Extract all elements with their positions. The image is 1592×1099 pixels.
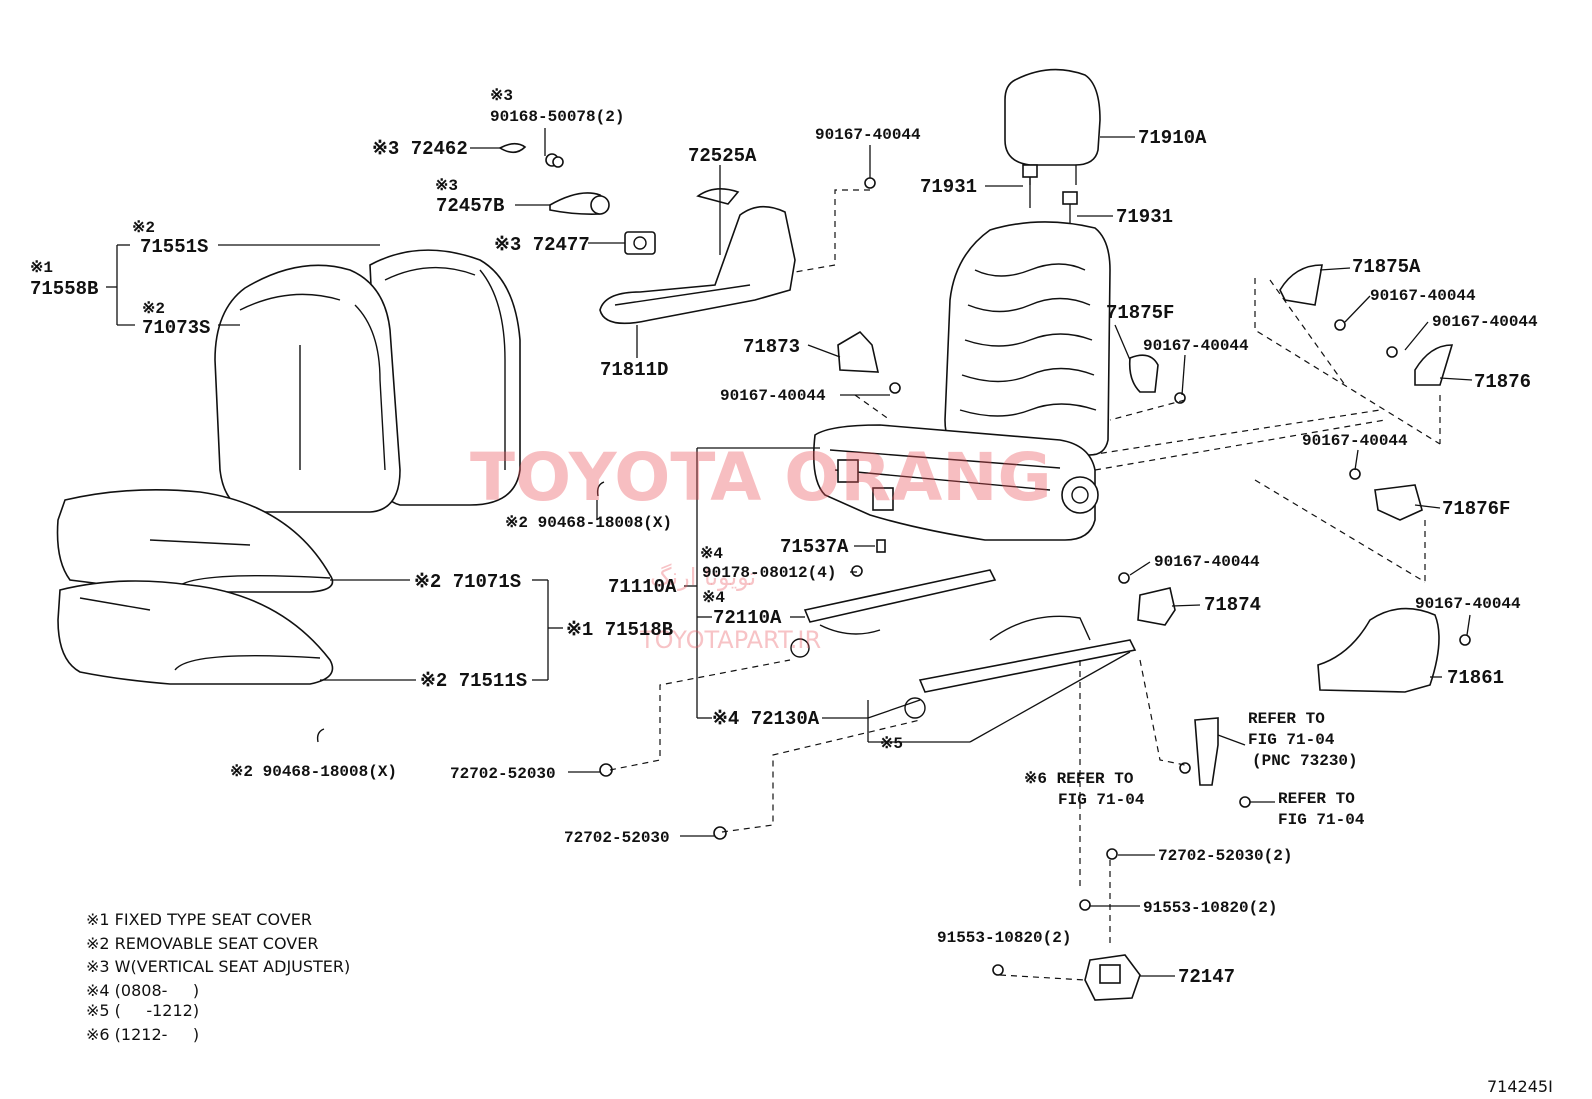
note-6: ※6 (1212- ) — [86, 1025, 199, 1044]
watermark-url: TOYOTAPART.IR — [639, 626, 821, 654]
label-91553-b: 91553-10820(2) — [937, 929, 1071, 947]
label-71931-b: 71931 — [1116, 206, 1173, 228]
cover-71875A — [1279, 264, 1323, 306]
label-90167-71873: 90167-40044 — [720, 387, 826, 405]
lever-72457B — [549, 192, 610, 215]
bracket-72477 — [624, 231, 656, 255]
bracket-71873 — [837, 330, 880, 373]
marker-1a: ※1 — [30, 259, 53, 277]
label-71875F: 71875F — [1106, 302, 1174, 324]
note-2: ※2 REMOVABLE SEAT COVER — [86, 934, 318, 953]
cover-71876F — [1374, 484, 1423, 521]
ref1-line2: FIG 71-04 — [1248, 731, 1335, 749]
ref3-line1: REFER TO — [1278, 790, 1355, 808]
label-71071S: ※2 71071S — [414, 571, 521, 593]
belt-buckle — [1194, 717, 1219, 786]
label-71873: 71873 — [743, 336, 800, 358]
label-72147: 72147 — [1178, 966, 1235, 988]
label-71537A: 71537A — [780, 536, 849, 558]
label-71931-a: 71931 — [920, 176, 977, 198]
shield-71861 — [1317, 607, 1440, 693]
note-4: ※4 (0808- ) — [86, 981, 199, 1000]
label-71876F: 71876F — [1442, 498, 1510, 520]
marker-2a: ※2 — [132, 219, 155, 237]
bracket-72147 — [1084, 954, 1141, 1001]
label-72525A: 72525A — [688, 145, 757, 167]
ref1-line3: (PNC 73230) — [1252, 752, 1358, 770]
label-71551S: 71551S — [140, 236, 208, 258]
seat-back-frame — [944, 221, 1111, 456]
label-71110A: 71110A — [608, 576, 677, 598]
label-72457B: 72457B — [436, 195, 504, 217]
note-3: ※3 W(VERTICAL SEAT ADJUSTER) — [86, 957, 350, 976]
note-1: ※1 FIXED TYPE SEAT COVER — [86, 910, 312, 929]
watermark-main: TOYOTA ORANG — [470, 439, 1052, 516]
note-5: ※5 ( -1212) — [86, 1001, 199, 1020]
seat-track-inner — [790, 569, 997, 658]
bracket-71874 — [1137, 587, 1176, 626]
label-71910A: 71910A — [1138, 127, 1207, 149]
ref2-line1: ※6 REFER TO — [1024, 770, 1134, 788]
label-90167-71874: 90167-40044 — [1154, 553, 1260, 571]
label-90167-71875F: 90167-40044 — [1143, 337, 1249, 355]
label-91553-a: 91553-10820(2) — [1143, 899, 1277, 917]
marker-2b: ※2 — [142, 300, 165, 318]
label-72477: ※3 72477 — [494, 234, 590, 256]
ref3-line2: FIG 71-04 — [1278, 811, 1365, 829]
seatback-cover-front — [214, 264, 401, 513]
label-90167-71861: 90167-40044 — [1415, 595, 1521, 613]
marker-3b: ※3 — [435, 177, 458, 195]
label-72130A: ※4 72130A — [712, 708, 820, 730]
label-90178: 90178-08012(4) — [702, 564, 836, 582]
seat-cushion-bottom — [57, 580, 334, 685]
knob-72462 — [498, 142, 527, 154]
ref1-line1: REFER TO — [1248, 710, 1325, 728]
label-90468-a: ※2 90468-18008(X) — [505, 514, 672, 532]
label-71811D: 71811D — [600, 359, 668, 381]
label-71875A: 71875A — [1352, 256, 1421, 278]
label-72702-a: 72702-52030 — [450, 765, 556, 783]
label-90167-top: 90167-40044 — [815, 126, 921, 144]
label-90468-b: ※2 90468-18008(X) — [230, 763, 397, 781]
label-90167-71876F: 90167-40044 — [1302, 432, 1408, 450]
label-71511S: ※2 71511S — [420, 670, 527, 692]
leader-lines — [106, 128, 1473, 977]
figure-id: 714245I — [1487, 1077, 1553, 1096]
seat-track-outer — [904, 615, 1137, 719]
label-71874: 71874 — [1204, 594, 1261, 616]
label-72702-b: 72702-52030 — [564, 829, 670, 847]
label-90167-71876: 90167-40044 — [1432, 313, 1538, 331]
label-72110A: 72110A — [713, 607, 782, 629]
seat-cushion-frame — [812, 424, 1099, 541]
label-71518B: ※1 71518B — [566, 619, 673, 641]
label-71558B: 71558B — [30, 278, 98, 300]
headrest-guide-1 — [1022, 164, 1038, 208]
cover-72525A — [696, 188, 740, 205]
ref2-line2: FIG 71-04 — [1058, 791, 1145, 809]
label-71861: 71861 — [1447, 667, 1504, 689]
label-90167-71875A: 90167-40044 — [1370, 287, 1476, 305]
shield-71811D — [599, 205, 796, 325]
headrest — [1004, 68, 1101, 185]
label-72702-c: 72702-52030(2) — [1158, 847, 1292, 865]
label-71876: 71876 — [1474, 371, 1531, 393]
marker-4b: ※4 — [702, 589, 725, 607]
dashed-assembly-lines — [609, 189, 1441, 981]
label-72462: ※3 72462 — [372, 138, 468, 160]
watermark-arabic: تویوتا ارنگ — [650, 563, 756, 591]
label-90168: 90168-50078(2) — [490, 108, 624, 126]
marker-4a: ※4 — [700, 545, 723, 563]
legend-notes: ※1 FIXED TYPE SEAT COVER ※2 REMOVABLE SE… — [86, 910, 350, 1044]
label-71073S: 71073S — [142, 317, 210, 339]
marker-3a: ※3 — [490, 87, 513, 105]
marker-5: ※5 — [880, 735, 903, 753]
cover-71875F — [1128, 354, 1159, 393]
